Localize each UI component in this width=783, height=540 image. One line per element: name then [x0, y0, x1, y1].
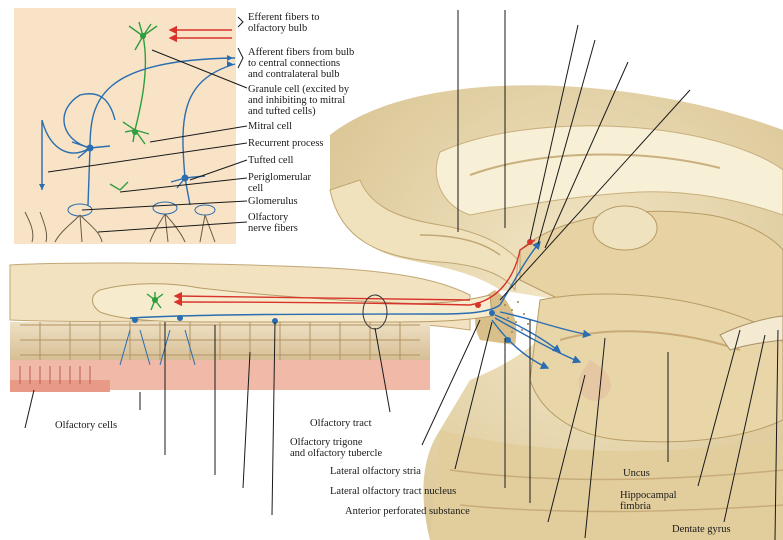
label-hippocampal-fimbria: Hippocampal fimbria [620, 490, 677, 512]
label-lateral-olfactory-tract-nucleus: Lateral olfactory tract nucleus [330, 486, 456, 497]
label-mitral-cell: Mitral cell [248, 121, 292, 132]
label-tufted-cell: Tufted cell [248, 155, 293, 166]
inset-panel [14, 8, 236, 244]
label-granule-cell: Granule cell (excited by and inhibiting … [248, 84, 349, 117]
label-periglomerular-cell: Periglomerular cell [248, 172, 311, 194]
label-olfactory-trigone: Olfactory trigone and olfactory tubercle [290, 437, 382, 459]
label-olfactory-nerve-fibers: Olfactory nerve fibers [248, 212, 298, 234]
label-uncus: Uncus [623, 468, 650, 479]
label-olfactory-tract: Olfactory tract [310, 418, 372, 429]
label-glomerulus: Glomerulus [248, 196, 298, 207]
label-olfactory-cells: Olfactory cells [55, 420, 117, 431]
label-dentate-gyrus: Dentate gyrus [672, 524, 731, 535]
label-lateral-olfactory-stria: Lateral olfactory stria [330, 466, 421, 477]
label-anterior-perforated-substance: Anterior perforated substance [345, 506, 470, 517]
label-afferent-fibers: Afferent fibers from bulb to central con… [248, 47, 354, 80]
label-efferent-fibers: Efferent fibers to olfactory bulb [248, 12, 320, 34]
label-recurrent-process: Recurrent process [248, 138, 324, 149]
